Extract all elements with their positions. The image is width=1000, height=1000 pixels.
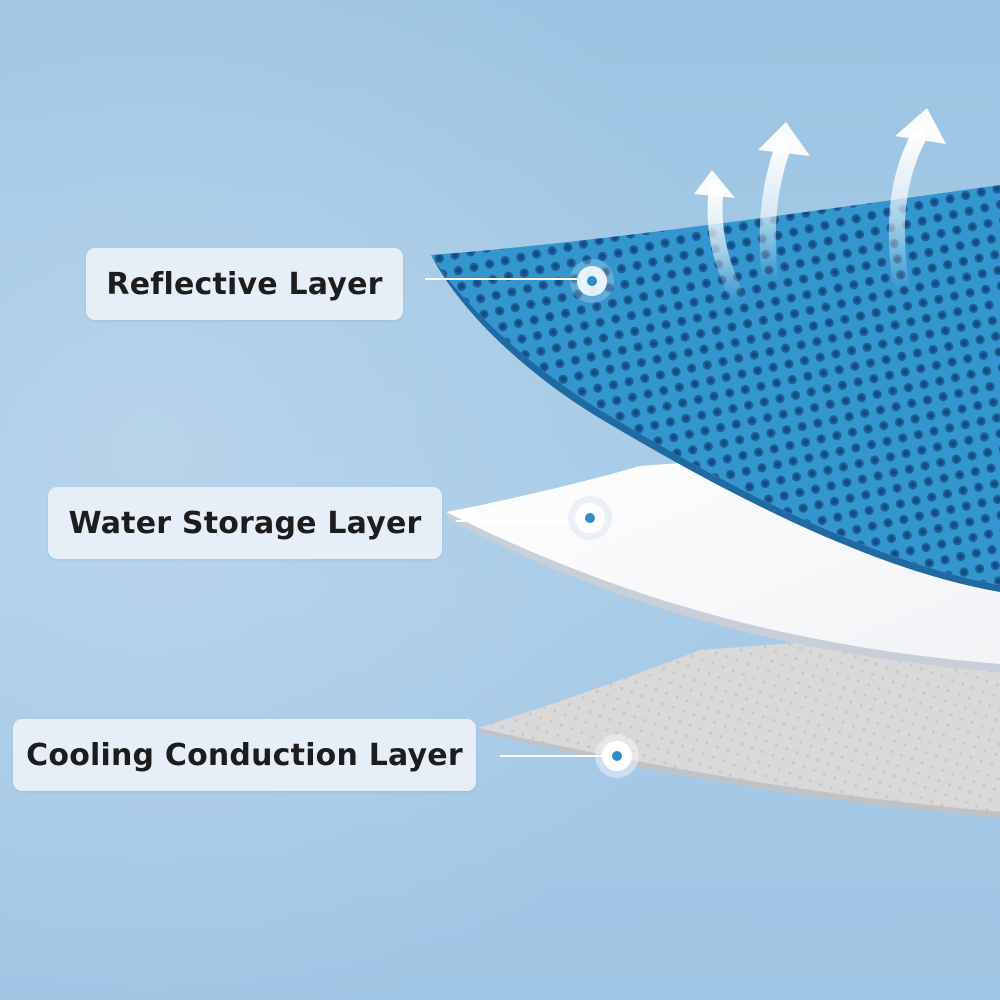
callout-dot-icon [595, 734, 639, 778]
cooling-conduction-layer-label: Cooling Conduction Layer [13, 719, 476, 791]
airflow-arrow-icon [758, 122, 810, 288]
reflective-layer-label: Reflective Layer [86, 248, 403, 320]
cooling-conduction-layer [478, 628, 1000, 818]
callout-dot-icon [570, 259, 614, 303]
reflective-layer [431, 185, 1000, 592]
callout-dot-icon [568, 496, 612, 540]
water-storage-layer-label: Water Storage Layer [48, 487, 442, 559]
airflow-arrow-icon [888, 108, 946, 298]
airflow-arrow-icon [694, 170, 746, 308]
